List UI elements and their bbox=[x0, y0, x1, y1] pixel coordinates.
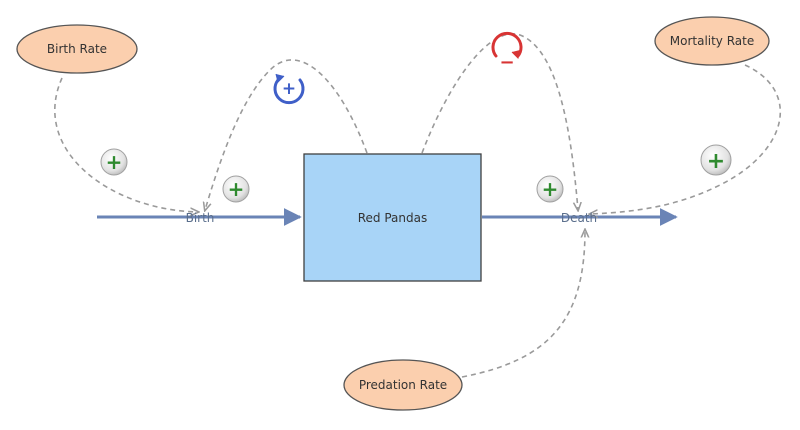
variable-predation-rate[interactable]: Predation Rate bbox=[343, 359, 463, 411]
stock-red-pandas[interactable] bbox=[303, 153, 482, 282]
polarity-plus-icon-birth-rate: + bbox=[100, 148, 128, 176]
death-flow[interactable]: Death bbox=[561, 211, 597, 225]
link-stock-to-birth[interactable] bbox=[205, 59, 368, 210]
predation-rate-label: Predation Rate bbox=[359, 378, 447, 392]
link-birth-rate-to-birth[interactable] bbox=[54, 77, 198, 212]
link-stock-to-death[interactable] bbox=[421, 33, 578, 210]
svg-text:+: + bbox=[707, 149, 725, 174]
stock-label: Red Pandas bbox=[358, 211, 428, 225]
balancing-loop-icon: − bbox=[491, 31, 523, 73]
polarity-plus-icon-mortality: + bbox=[700, 144, 732, 176]
birth-flow-label: Birth bbox=[186, 211, 215, 225]
balancing-loop-symbol: − bbox=[499, 52, 514, 73]
polarity-plus-icon-stock-birth: + bbox=[222, 175, 250, 203]
reinforcing-loop-symbol: + bbox=[282, 79, 296, 99]
death-flow-label: Death bbox=[561, 211, 597, 225]
birth-rate-label: Birth Rate bbox=[47, 42, 107, 56]
link-mortality-to-death[interactable] bbox=[590, 64, 781, 214]
birth-flow[interactable]: Birth bbox=[186, 211, 215, 225]
mortality-rate-label: Mortality Rate bbox=[670, 34, 755, 48]
variable-birth-rate[interactable]: Birth Rate bbox=[16, 24, 138, 74]
svg-text:+: + bbox=[542, 177, 559, 201]
link-predation-to-death[interactable] bbox=[461, 230, 585, 378]
polarity-plus-icon-stock-death: + bbox=[536, 175, 564, 203]
variable-mortality-rate[interactable]: Mortality Rate bbox=[654, 16, 770, 66]
svg-text:+: + bbox=[228, 177, 245, 201]
reinforcing-loop-icon: + bbox=[273, 73, 305, 105]
svg-text:+: + bbox=[106, 150, 123, 174]
